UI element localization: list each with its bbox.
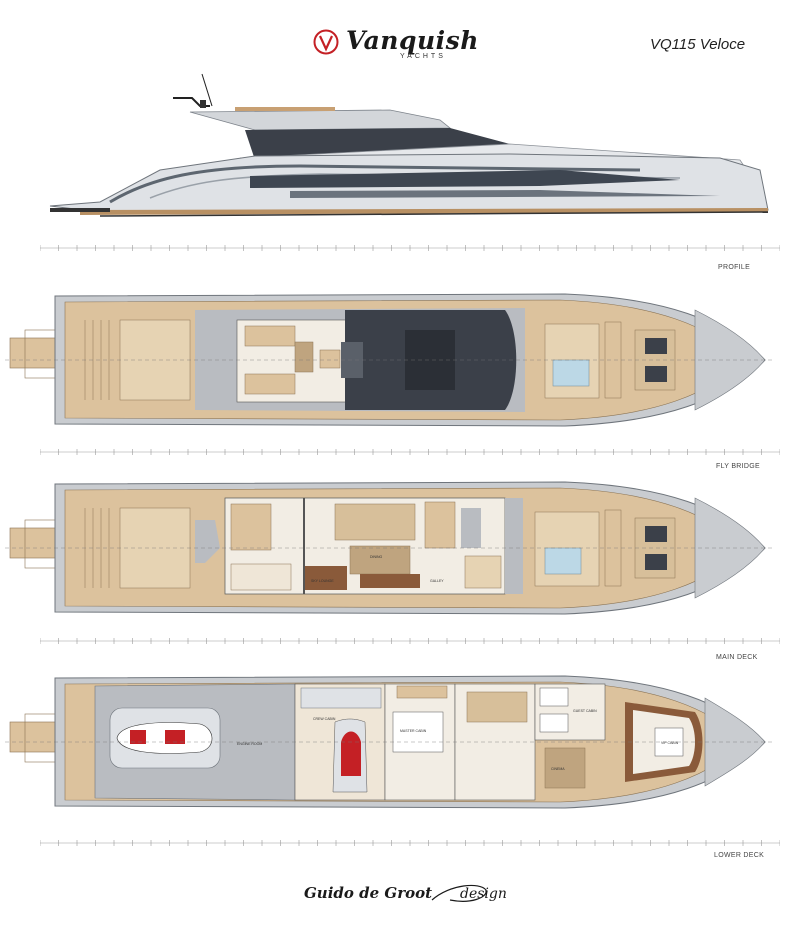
room-label-guest: GUEST CABIN	[573, 709, 597, 713]
room-label-dining: DINING	[370, 555, 383, 559]
scale-ruler-profile	[40, 245, 780, 251]
profile-drawing	[49, 73, 769, 217]
room-label-master: MASTER CABIN	[400, 729, 427, 733]
room-label-crew: CREW CABIN	[313, 717, 336, 721]
designer-suffix: design	[460, 886, 507, 902]
brand-subtitle: YACHTS	[400, 53, 446, 60]
designer-logo: Guido de Groot design	[300, 876, 520, 916]
scale-ruler-maindeck	[40, 638, 780, 644]
designer-name: Guido de Groot	[304, 884, 433, 902]
room-label-vip: VIP CABIN	[661, 741, 679, 745]
maindeck-plan: DINING SKY LOUNGE GALLEY	[5, 481, 775, 615]
deck-label-maindeck: MAIN DECK	[716, 654, 758, 661]
scale-ruler-flybridge	[40, 449, 780, 455]
deck-label-profile: PROFILE	[718, 264, 751, 271]
scale-ruler-lowerdeck	[40, 840, 780, 846]
room-label-engine: ENGINE ROOM	[237, 742, 262, 746]
brand-logo: Vanquish YACHTS	[312, 24, 482, 64]
designer-swoosh-icon	[431, 884, 487, 902]
deck-label-lowerdeck: LOWER DECK	[714, 852, 765, 859]
model-name: VQ115 Veloce	[650, 36, 746, 53]
room-label-cinema: CINEMA	[551, 767, 565, 771]
brand-name: Vanquish	[346, 26, 479, 55]
room-label-sky-lounge: SKY LOUNGE	[311, 579, 334, 583]
room-label-galley: GALLEY	[430, 579, 444, 583]
flybridge-plan	[5, 293, 775, 427]
lowerdeck-plan: ENGINE ROOM CREW CABIN MASTER CABIN CINE…	[5, 675, 775, 809]
vanquish-v-icon	[313, 29, 339, 55]
deck-label-flybridge: FLY BRIDGE	[716, 463, 760, 470]
